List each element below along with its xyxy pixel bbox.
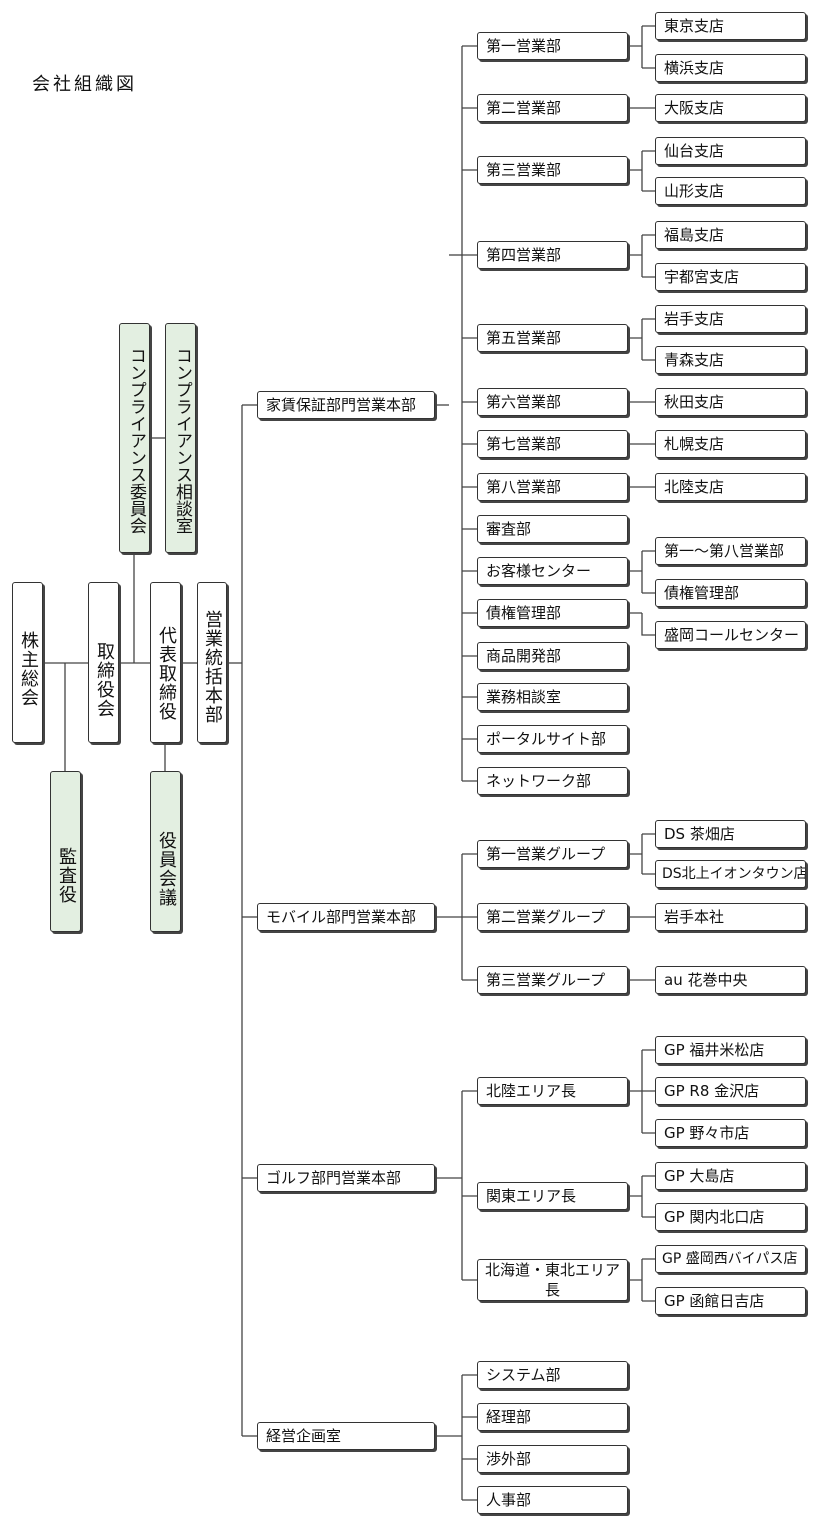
rent-dept-box: 第七営業部 (477, 430, 628, 458)
golf-shop-box: GP R8 金沢店 (655, 1077, 806, 1105)
branch-box: 宇都宮支店 (655, 263, 806, 291)
ceo-box: 代表取締役 (150, 582, 181, 743)
officers-meeting-box: 役員会議 (150, 771, 181, 932)
golf-area-box: 北海道・東北エリア長 (477, 1259, 628, 1301)
rent-dept-box: 審査部 (477, 515, 628, 543)
golf-shop-box: GP 福井米松店 (655, 1036, 806, 1064)
rent-dept-box: 第四営業部 (477, 241, 628, 269)
mobile-division-box: モバイル部門営業本部 (257, 903, 435, 931)
planning-dept-box: 経理部 (477, 1403, 628, 1431)
mobile-group-box: 第一営業グループ (477, 840, 628, 868)
mobile-shop-box: 岩手本社 (655, 903, 806, 931)
planning-dept-box: システム部 (477, 1361, 628, 1389)
rent-dept-box: 第二営業部 (477, 94, 628, 122)
branch-box: 仙台支店 (655, 137, 806, 165)
compliance-consult-box: コンプライアンス相談室 (165, 323, 196, 553)
mobile-group-box: 第三営業グループ (477, 966, 628, 994)
branch-box: 岩手支店 (655, 305, 806, 333)
rent-dept-box: 業務相談室 (477, 683, 628, 711)
mobile-shop-box: au 花巻中央 (655, 966, 806, 994)
branch-box: 大阪支店 (655, 94, 806, 122)
shareholders-box: 株主総会 (12, 582, 43, 743)
planning-dept-box: 人事部 (477, 1486, 628, 1514)
branch-box: 東京支店 (655, 12, 806, 40)
branch-box: 盛岡コールセンター (655, 621, 806, 649)
rent-dept-box: 第五営業部 (477, 324, 628, 352)
mobile-shop-box: DS北上イオンタウン店 (655, 860, 806, 888)
golf-shop-box: GP 関内北口店 (655, 1203, 806, 1231)
branch-box: 福島支店 (655, 221, 806, 249)
golf-area-box: 関東エリア長 (477, 1182, 628, 1210)
golf-shop-box: GP 盛岡西バイパス店 (655, 1245, 806, 1273)
rent-dept-box: お客様センター (477, 557, 628, 585)
branch-box: 北陸支店 (655, 473, 806, 501)
planning-division-box: 経営企画室 (257, 1422, 435, 1450)
rent-dept-box: 第一営業部 (477, 32, 628, 60)
mobile-group-box: 第二営業グループ (477, 903, 628, 931)
branch-box: 第一～第八営業部 (655, 537, 806, 565)
sales-hq-box: 営業統括本部 (197, 582, 227, 743)
branch-box: 横浜支店 (655, 54, 806, 82)
golf-shop-box: GP 大島店 (655, 1162, 806, 1190)
branch-box: 青森支店 (655, 346, 806, 374)
branch-box: 札幌支店 (655, 430, 806, 458)
rent-dept-box: 第六営業部 (477, 388, 628, 416)
planning-dept-box: 渉外部 (477, 1445, 628, 1473)
compliance-committee-box: コンプライアンス委員会 (119, 323, 150, 553)
golf-shop-box: GP 函館日吉店 (655, 1287, 806, 1315)
board-box: 取締役会 (88, 582, 119, 743)
rent-division-box: 家賃保証部門営業本部 (257, 391, 435, 419)
page-title: 会社組織図 (32, 74, 137, 95)
branch-box: 債権管理部 (655, 579, 806, 607)
golf-division-box: ゴルフ部門営業本部 (257, 1164, 435, 1192)
golf-area-box: 北陸エリア長 (477, 1077, 628, 1105)
rent-dept-box: 第八営業部 (477, 473, 628, 501)
rent-dept-box: 第三営業部 (477, 156, 628, 184)
mobile-shop-box: DS 茶畑店 (655, 820, 806, 848)
branch-box: 山形支店 (655, 177, 806, 205)
branch-box: 秋田支店 (655, 388, 806, 416)
rent-dept-box: 商品開発部 (477, 642, 628, 670)
rent-dept-box: ポータルサイト部 (477, 725, 628, 753)
golf-shop-box: GP 野々市店 (655, 1119, 806, 1147)
rent-dept-box: 債権管理部 (477, 599, 628, 627)
rent-dept-box: ネットワーク部 (477, 767, 628, 795)
auditor-box: 監査役 (50, 771, 81, 932)
